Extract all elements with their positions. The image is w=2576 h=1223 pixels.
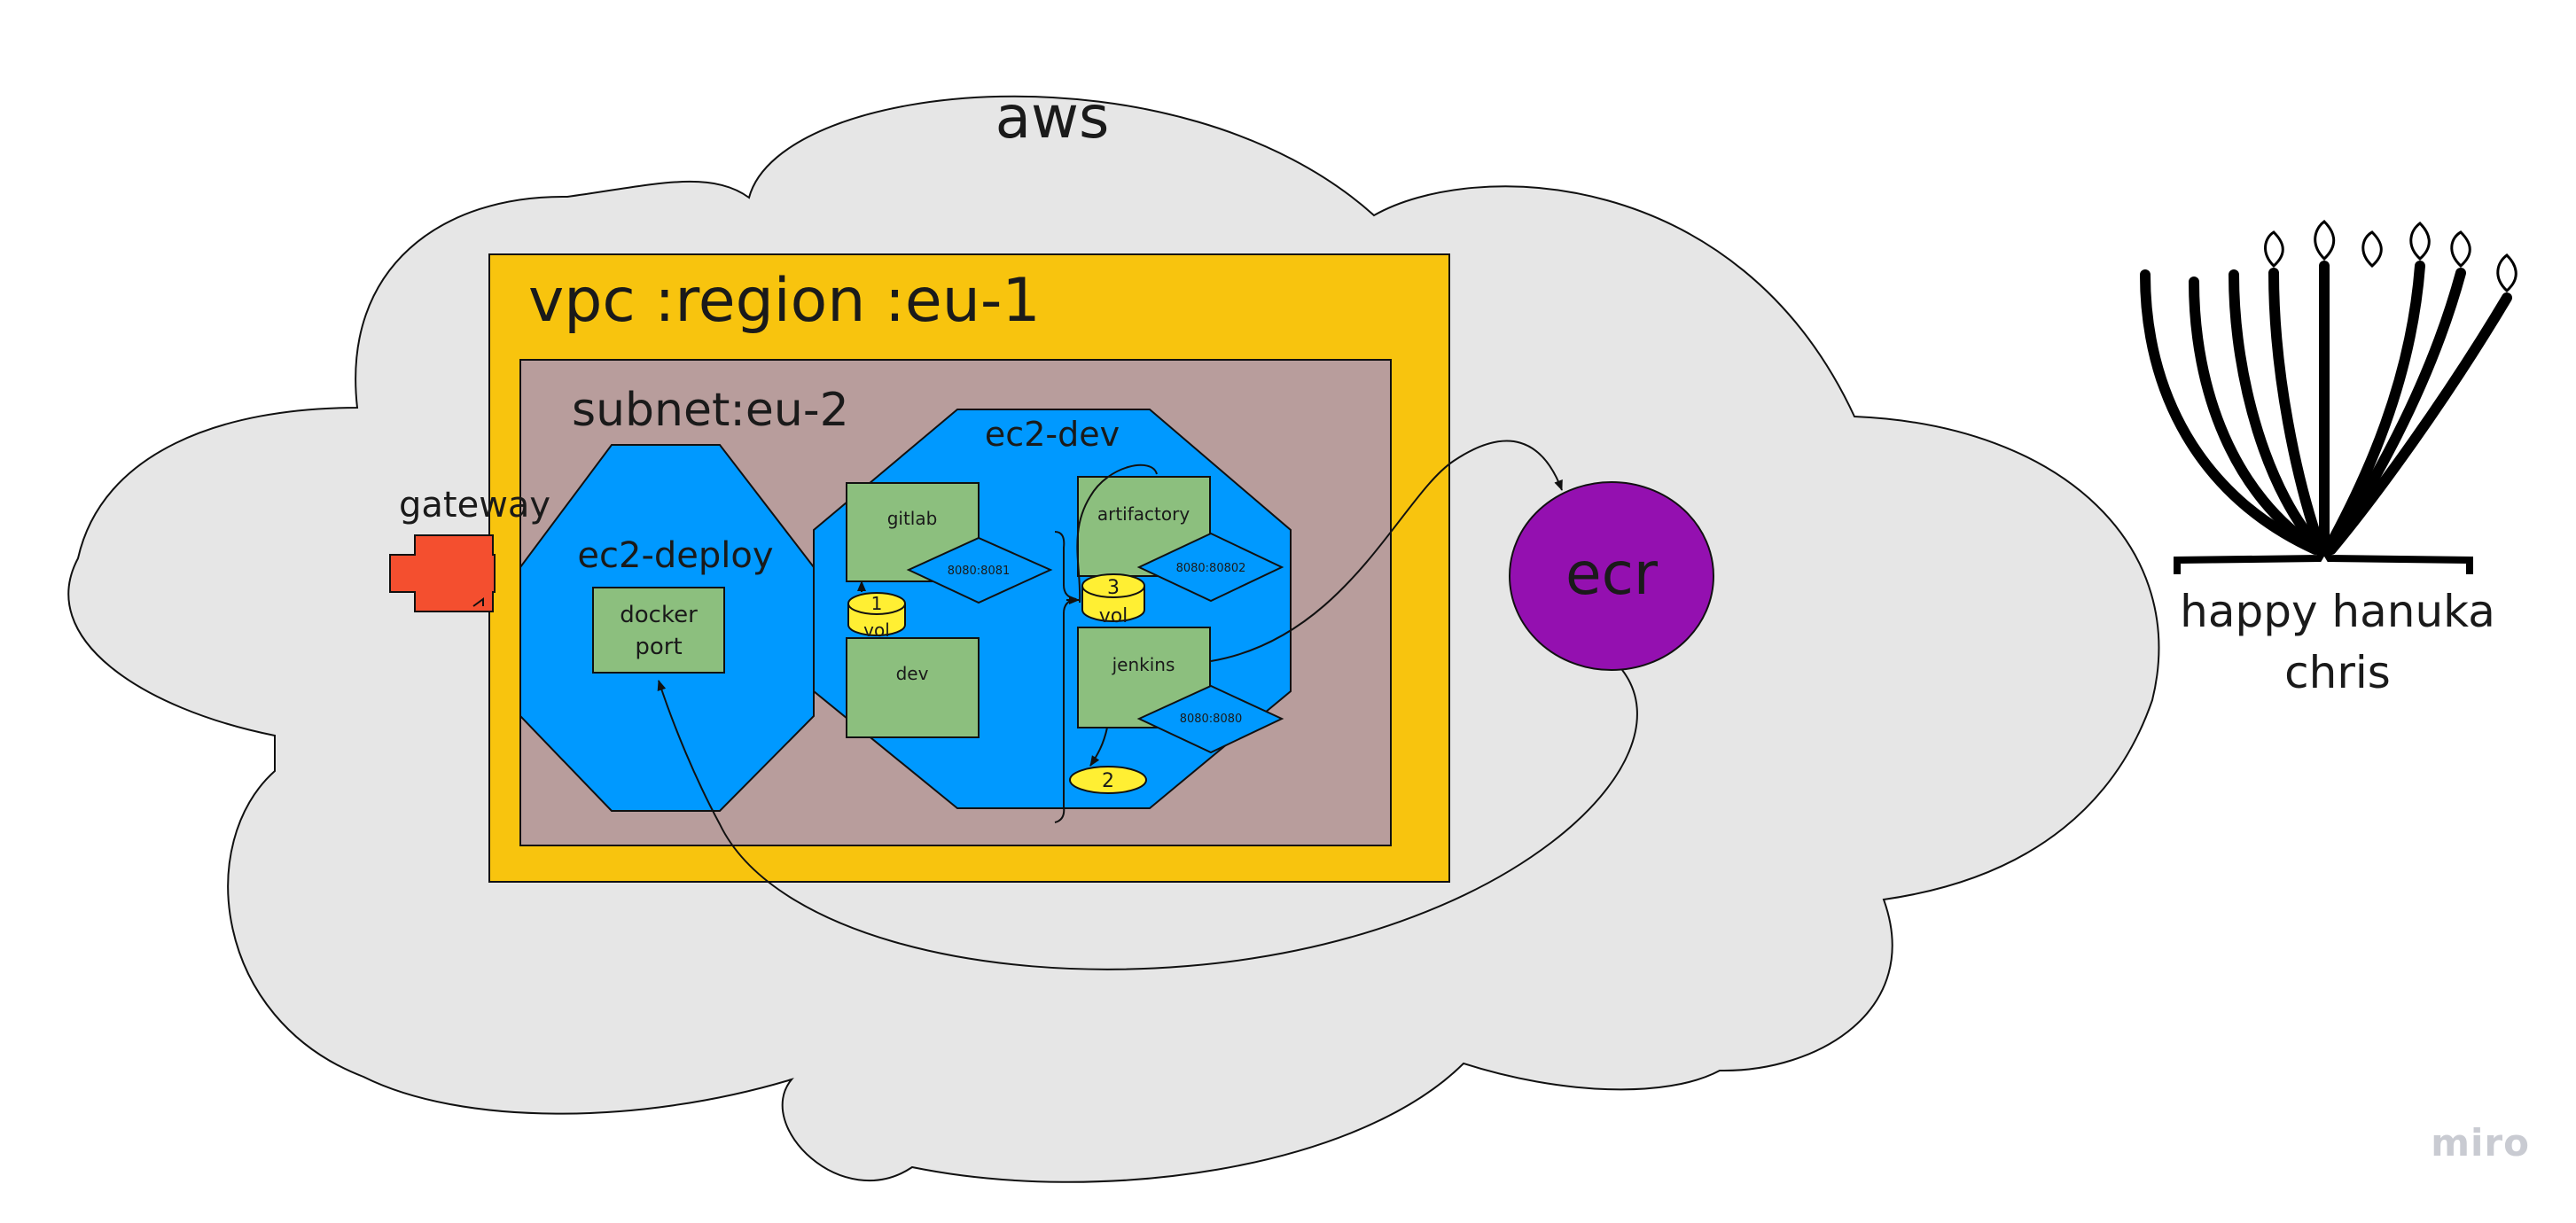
- artifactory-port-label: 8080:80802: [1176, 562, 1246, 575]
- aws-label: aws: [995, 83, 1110, 152]
- ec2-deploy-label: ec2-deploy: [577, 535, 773, 576]
- gateway-label: gateway: [399, 485, 550, 526]
- menorah-caption-line1: happy hanuka: [2180, 586, 2495, 637]
- menorah-base: [2177, 549, 2470, 574]
- dev-box[interactable]: [847, 638, 979, 737]
- volume-1-number: 1: [871, 593, 883, 614]
- docker-port-label-line2: port: [635, 634, 682, 660]
- jenkins-label: jenkins: [1112, 654, 1175, 675]
- docker-port-label-line1: docker: [620, 602, 698, 628]
- menorah-icon: [2145, 266, 2507, 549]
- vpc-label: vpc :region :eu-1: [528, 266, 1041, 336]
- volume-3-label: vol: [1099, 605, 1128, 627]
- subnet-label: subnet:eu-2: [572, 384, 849, 437]
- artifactory-label: artifactory: [1097, 503, 1190, 525]
- menorah-flames: [2266, 222, 2517, 291]
- ecr-label: ecr: [1565, 540, 1659, 608]
- volume-2-number: 2: [1102, 770, 1114, 792]
- gitlab-label: gitlab: [887, 508, 938, 529]
- ec2-dev-label: ec2-dev: [985, 415, 1120, 454]
- dev-label: dev: [896, 663, 929, 684]
- menorah-caption-line2: chris: [2284, 647, 2391, 698]
- gitlab-port-label: 8080:8081: [948, 565, 1011, 578]
- miro-watermark: miro: [2431, 1121, 2530, 1165]
- jenkins-port-label: 8080:8080: [1180, 713, 1243, 726]
- volume-1-label: vol: [863, 619, 890, 641]
- volume-3-number: 3: [1107, 577, 1120, 599]
